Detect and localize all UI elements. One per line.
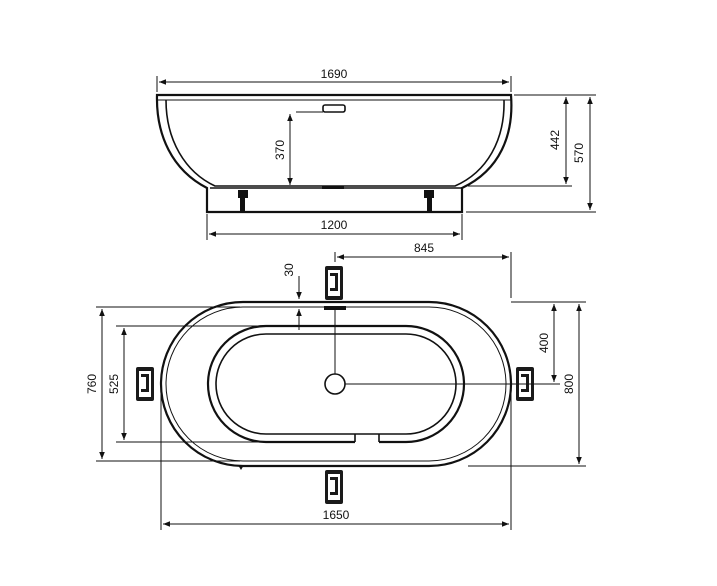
dim-side-base-length: 1200 — [321, 218, 348, 232]
dim-top-rim-offset: 30 — [282, 263, 296, 277]
top-drain — [324, 373, 346, 395]
dim-side-inner-depth: 370 — [273, 140, 287, 160]
faucet-icon — [136, 367, 154, 401]
dim-top-basin-width: 525 — [107, 374, 121, 394]
top-overflow-slot — [355, 436, 379, 444]
dim-side-rim-height: 442 — [548, 130, 562, 150]
side-tub-outline — [155, 93, 513, 214]
dim-top-total-width: 800 — [562, 374, 576, 394]
dim-top-total-length: 1650 — [323, 508, 350, 522]
top-view: 845 30 400 800 760 525 1650 — [85, 241, 586, 530]
side-feet — [238, 186, 434, 211]
dim-side-total-height: 570 — [572, 143, 586, 163]
dim-top-inner-width: 760 — [85, 374, 99, 394]
faucet-icon — [325, 266, 343, 300]
side-tub-inner-wall — [165, 99, 505, 187]
faucet-icon — [325, 470, 343, 504]
dim-side-length: 1690 — [321, 67, 348, 81]
side-view: 1690 370 442 570 1200 — [155, 67, 596, 240]
dim-top-drain-offset: 845 — [414, 241, 434, 255]
side-overflow-drain — [322, 104, 346, 113]
dim-top-half-width: 400 — [537, 333, 551, 353]
